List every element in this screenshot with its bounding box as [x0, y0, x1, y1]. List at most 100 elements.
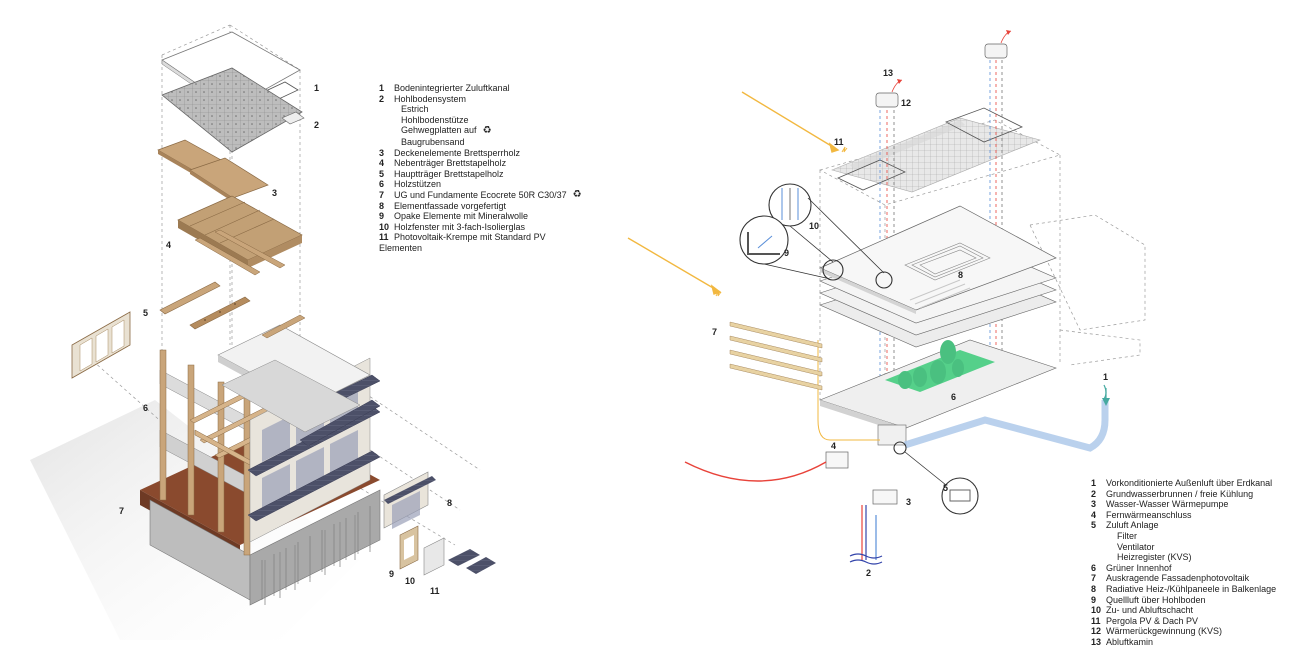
callout-4: 4 [166, 240, 171, 250]
callout-1: 1 [314, 83, 319, 93]
legend-text: Elementfassade vorgefertigt [394, 200, 507, 211]
callout-r9: 9 [784, 248, 789, 258]
legend-item: 6 Holzstützen [379, 179, 582, 190]
legend-subitem: Baugrubensand [379, 137, 582, 148]
legend-number: 8 [379, 200, 385, 211]
recycle-icon: ♻ [482, 125, 492, 137]
legend-item: 11 Photovoltaik-Krempe mit Standard PV [379, 232, 582, 243]
legend-number: 10 [379, 221, 390, 232]
legend-number: 6 [379, 179, 385, 190]
callout-r5: 5 [943, 483, 948, 493]
callout-r7: 7 [712, 327, 717, 337]
legend-subitem-text: Filter [1117, 530, 1137, 541]
legend-number: 11 [379, 232, 389, 243]
legend-number: 1 [1091, 478, 1097, 488]
magnifier-contents [747, 188, 971, 502]
legend-text: Deckenelemente Brettsperrholz [394, 147, 521, 158]
layer-9-11-elements [399, 525, 496, 576]
callout-5: 5 [143, 308, 148, 318]
legend-number: 7 [379, 189, 385, 200]
left-exploded-axonometric: 1 2 3 4 5 6 7 8 9 10 11 [30, 24, 496, 640]
legend-continuation: Elementen [379, 243, 582, 254]
callout-3: 3 [272, 188, 277, 198]
legend-text: UG und Fundamente Ecocrete 50R C30/37 [394, 189, 567, 200]
legend-text: Holzfenster mit 3-fach-Isolierglas [394, 221, 526, 232]
legend-subitem-text: Hohlbodenstütze [401, 114, 469, 125]
legend-number: 8 [1091, 583, 1097, 594]
callout-r13: 13 [883, 68, 893, 78]
legend-number: 3 [1091, 499, 1097, 510]
legend-number: 10 [1091, 605, 1102, 616]
sun-rays [627, 91, 848, 297]
callout-r6: 6 [951, 392, 956, 402]
courtyard-trees [898, 340, 964, 389]
base-technical [684, 340, 1110, 565]
callout-8: 8 [447, 498, 452, 508]
callout-r1: 1 [1103, 372, 1108, 382]
legend-text: Holzstützen [394, 179, 442, 190]
legend-number: 5 [1091, 520, 1097, 531]
legend-number: 1 [379, 83, 385, 93]
legend-number: 5 [379, 168, 385, 179]
legend-subitem-text: Gehwegplatten auf [401, 125, 477, 136]
legend-text: Fernwärmeanschluss [1106, 509, 1192, 520]
legend-subitem: Gehwegplatten auf ♻ [379, 125, 582, 137]
legend-subitem-text: Estrich [401, 104, 429, 115]
left-callout-labels: 1 2 3 4 5 6 7 8 9 10 11 [119, 83, 452, 596]
legend-subitem: Ventilator [1091, 542, 1276, 553]
legend-subitem: Heizregister (KVS) [1091, 552, 1276, 563]
legend-subitem-text: Ventilator [1117, 541, 1155, 552]
legend-text: Wasser-Wasser Wärmepumpe [1106, 499, 1229, 510]
legend-item: 3 Deckenelemente Brettsperrholz [379, 148, 582, 159]
legend-subitem: Filter [1091, 531, 1276, 542]
legend-number: 11 [1091, 615, 1101, 626]
legend-text: Abluftkamin [1106, 636, 1154, 647]
callout-r8: 8 [958, 270, 963, 280]
floor-slabs [819, 205, 1057, 348]
callout-7: 7 [119, 506, 124, 516]
ground-slab-courtyard [819, 339, 1057, 434]
layer-2-raised-floor [161, 67, 305, 153]
legend-item: 8 Elementfassade vorgefertigt [379, 201, 582, 212]
legend-subitem: Estrich [379, 104, 582, 115]
legend-number: 2 [1091, 488, 1097, 499]
legend-text: Hauptträger Brettstapelholz [394, 168, 504, 179]
legend-text: Wärmerückgewinnung (KVS) [1106, 626, 1223, 637]
main-building-body [140, 314, 381, 606]
right-energy-concept: 1 2 3 4 5 6 7 8 9 10 11 12 13 [627, 30, 1146, 578]
legend-text: Nebenträger Brettstapelholz [394, 158, 507, 169]
legend-item: 7 UG und Fundamente Ecocrete 50R C30/37 ♻ [379, 188, 582, 201]
rooftop-units [875, 30, 1012, 108]
callout-r12: 12 [901, 98, 911, 108]
legend-item: 3 Wasser-Wasser Wärmepumpe [1091, 499, 1276, 510]
legend-text: Auskragende Fassadenphotovoltaik [1106, 573, 1250, 584]
callout-10: 10 [405, 576, 415, 586]
legend-subitem: Hohlbodenstütze [379, 115, 582, 126]
legend-subitem-text: Baugrubensand [401, 136, 465, 147]
legend-number: 4 [1091, 509, 1097, 520]
legend-text: Hohlbodensystem [394, 93, 467, 104]
recycle-icon: ♻ [572, 188, 582, 200]
facade-pv-fins [729, 321, 823, 391]
legend-continuation-text: Elementen [379, 242, 423, 253]
window-element-left [71, 311, 131, 379]
legend-text: Photovoltaik-Krempe mit Standard PV [394, 232, 546, 243]
legend-number: 3 [379, 147, 385, 158]
supply-air-inlet [1103, 384, 1107, 400]
callout-11: 11 [430, 586, 440, 596]
legend-text: Quellluft über Hohlboden [1106, 594, 1206, 605]
